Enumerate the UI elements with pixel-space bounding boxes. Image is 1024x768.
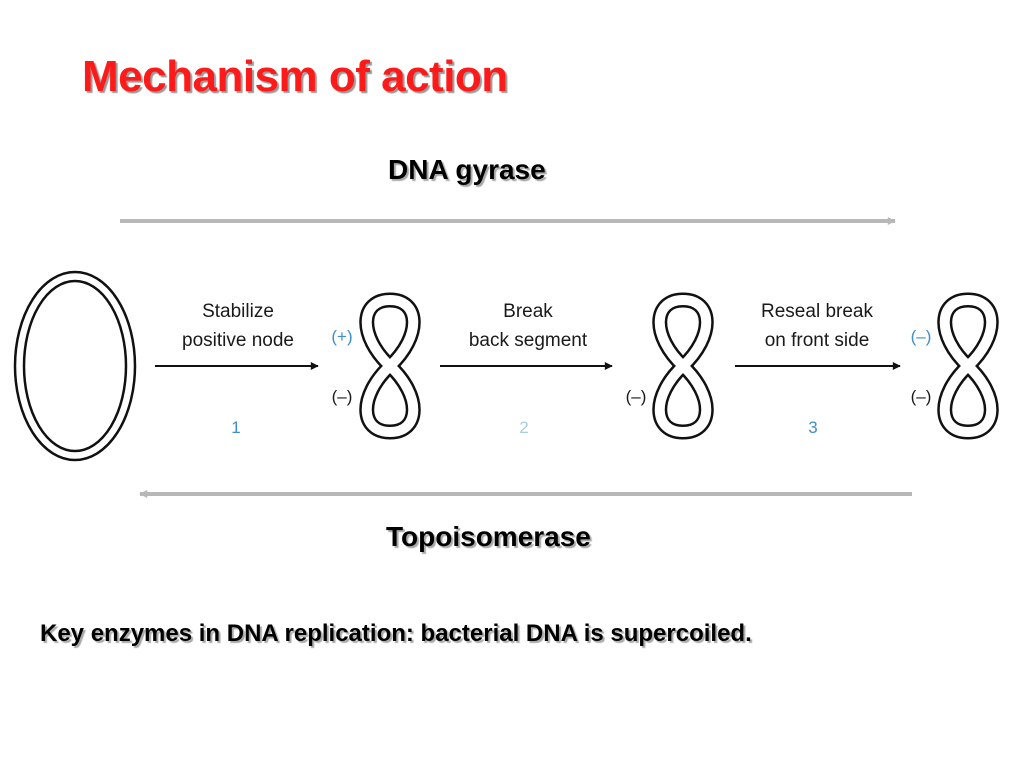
slide-caption: Key enzymes in DNA replication: bacteria… — [40, 620, 752, 647]
step2-label-line2: back segment — [469, 330, 588, 351]
step3-number: 3 — [808, 418, 817, 437]
negative-node-sign-step3-bottom: (–) — [911, 387, 932, 406]
step1-number: 1 — [231, 418, 240, 437]
step3-label-line1: Reseal break — [761, 301, 873, 322]
positive-node-sign: (+) — [331, 327, 352, 346]
negative-node-sign-step1: (–) — [332, 387, 353, 406]
step2-label-line1: Break — [503, 301, 553, 322]
slide-title: Mechanism of action — [82, 52, 508, 101]
step2-number: 2 — [519, 418, 528, 437]
negative-node-sign-step2: (–) — [626, 387, 647, 406]
dna-gyrase-label: DNA gyrase — [388, 154, 546, 185]
supercoiled-dna-step1 — [367, 300, 414, 432]
step1-label-line2: positive node — [182, 330, 294, 351]
negative-node-sign-step3-top: (–) — [911, 327, 932, 346]
step3-label-line2: on front side — [765, 330, 870, 351]
relaxed-circular-dna — [13, 270, 137, 462]
supercoiled-dna-step2 — [660, 300, 707, 432]
topoisomerase-label: Topoisomerase — [386, 521, 591, 552]
supercoiled-dna-step3 — [945, 300, 992, 432]
step1-label-line1: Stabilize — [202, 301, 274, 322]
